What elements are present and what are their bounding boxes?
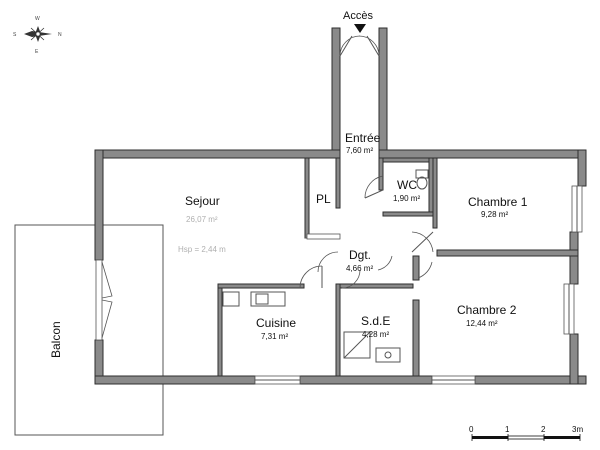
scale-label-0: 0 <box>469 425 474 434</box>
room-name-wc: WC <box>397 178 417 192</box>
interior-walls <box>217 35 579 377</box>
room-name-entree: Entrée <box>345 131 381 145</box>
room-area-chambre2: 12,44 m² <box>466 319 498 328</box>
room-height-sejour: Hsp = 2,44 m <box>178 245 226 254</box>
room-entree: Entrée 7,60 m² <box>345 131 381 155</box>
balcon-label: Balcon <box>49 321 63 358</box>
room-area-sejour: 26,07 m² <box>186 215 218 224</box>
room-area-chambre1: 9,28 m² <box>481 210 508 219</box>
room-area-sde: 4,28 m² <box>362 330 389 339</box>
windows <box>95 185 583 385</box>
room-name-sejour: Sejour <box>185 194 220 208</box>
scale-bar: 0 1 2 3m <box>469 425 583 441</box>
room-area-cuisine: 7,31 m² <box>261 332 288 341</box>
room-chambre2: Chambre 2 12,44 m² <box>457 303 517 328</box>
room-sde: S.d.E 4,28 m² <box>361 314 390 339</box>
room-name-chambre2: Chambre 2 <box>457 303 517 317</box>
room-area-wc: 1,90 m² <box>393 194 420 203</box>
room-name-dgt: Dgt. <box>349 248 371 262</box>
scale-label-1: 1 <box>505 425 510 434</box>
room-name-pl: PL <box>316 192 331 206</box>
room-chambre1: Chambre 1 9,28 m² <box>468 195 528 219</box>
room-dgt: Dgt. 4,66 m² <box>346 248 373 273</box>
scale-label-2: 2 <box>541 425 546 434</box>
room-area-dgt: 4,66 m² <box>346 264 373 273</box>
room-wc: WC 1,90 m² <box>393 178 420 203</box>
compass-west-label: W <box>35 16 40 22</box>
balcony-outline <box>14 224 164 436</box>
access-arrow-icon <box>354 24 366 33</box>
room-cuisine: Cuisine 7,31 m² <box>256 316 296 341</box>
room-area-entree: 7,60 m² <box>346 146 373 155</box>
compass-south-label: S <box>13 32 17 38</box>
scale-label-3: 3m <box>572 425 583 434</box>
room-name-chambre1: Chambre 1 <box>468 195 528 209</box>
access-label: Accès <box>343 10 373 22</box>
room-pl: PL <box>316 192 331 206</box>
compass-east-label: E <box>35 49 39 55</box>
room-sejour: Sejour 26,07 m² Hsp = 2,44 m <box>178 194 226 254</box>
room-name-sde: S.d.E <box>361 314 390 328</box>
compass-north-label: N <box>58 32 62 38</box>
room-name-cuisine: Cuisine <box>256 316 296 330</box>
compass-rose-icon: N S W E <box>13 16 62 55</box>
